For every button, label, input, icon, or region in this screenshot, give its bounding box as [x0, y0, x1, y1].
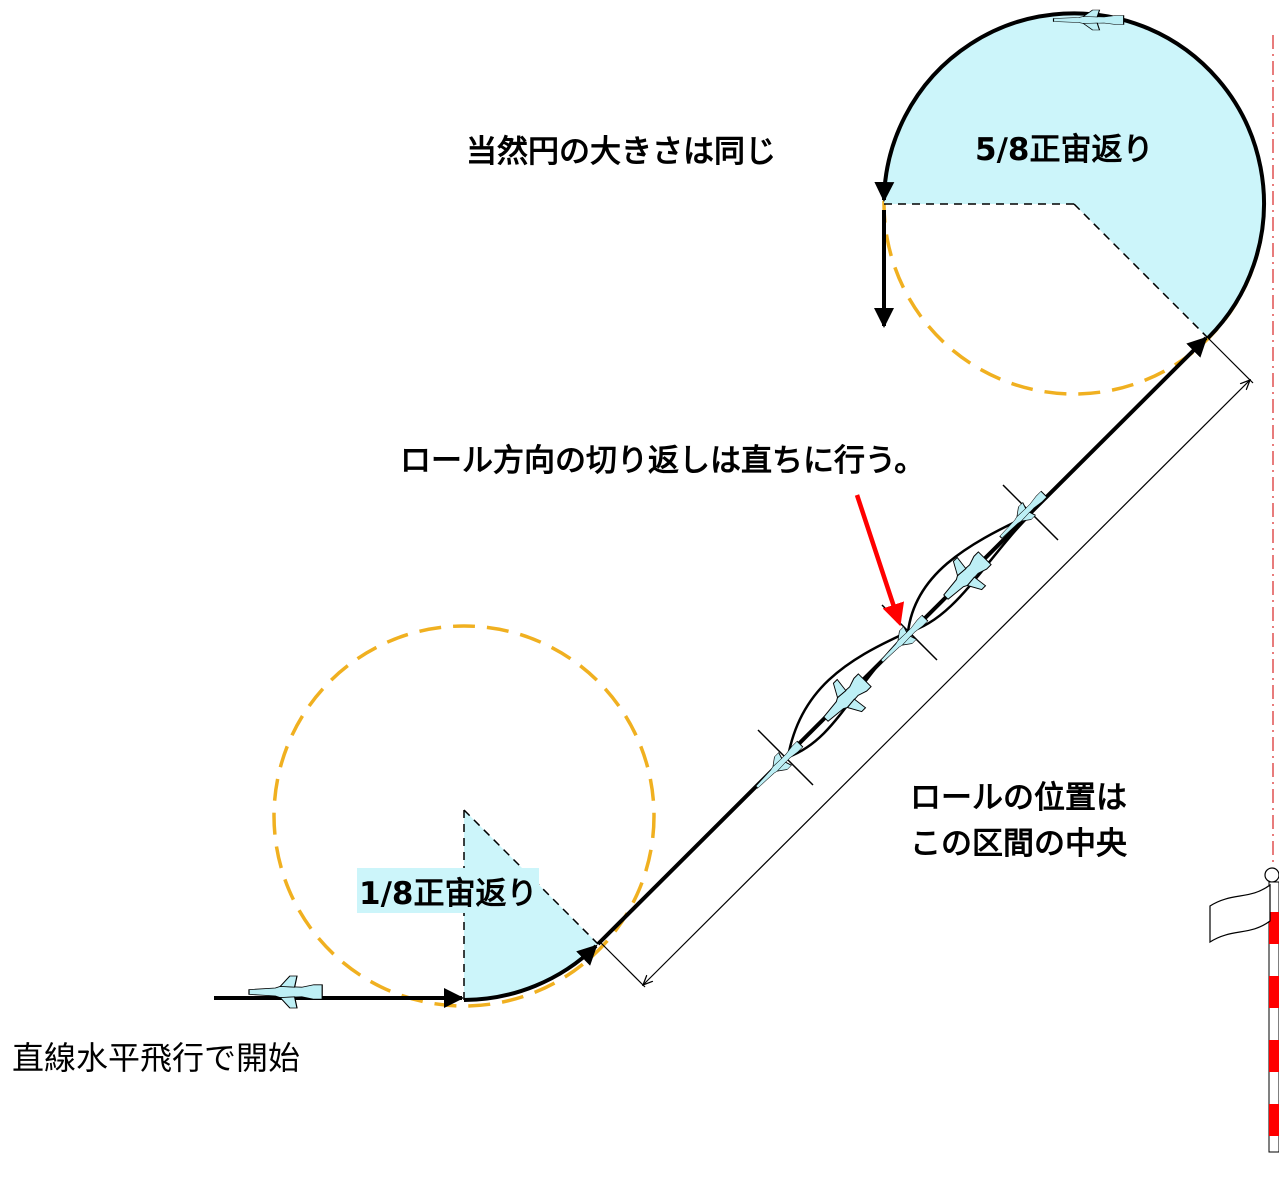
- dimension-extension: [599, 941, 646, 988]
- sector-radius-line: [1073, 203, 1209, 339]
- one-eighth-loop-label: 1/8正宙返り: [357, 868, 540, 913]
- roll-position-note-line2: この区間の中央: [910, 826, 1127, 862]
- dimension-extension: [1207, 337, 1254, 384]
- roll-section-dimension: [643, 380, 1250, 985]
- five-eighths-loop-sector: [883, 13, 1264, 338]
- one-eighth-loop-arc: [463, 944, 598, 1002]
- airplane-icon: [994, 487, 1051, 544]
- circle-size-note: 当然円の大きさは同じ: [466, 134, 776, 170]
- roll-reversal-pointer: [854, 494, 905, 627]
- airplane-icon: [750, 737, 807, 794]
- five-eighths-loop-arc: [874, 11, 1266, 340]
- roll-position-note-line1: ロールの位置は: [910, 780, 1127, 816]
- wedge-radius-line: [463, 809, 599, 945]
- start-note: 直線水平飛行で開始: [12, 1039, 301, 1077]
- roll-reversal-note: ロール方向の切り返しは直ちに行う。: [400, 443, 926, 479]
- airplane-icon: [248, 975, 323, 1009]
- airplane-icon: [875, 611, 932, 668]
- five-eighths-loop-label: 5/8正宙返り: [975, 132, 1154, 168]
- marker-pole: [1264, 867, 1279, 1153]
- flag-icon: [1209, 883, 1271, 944]
